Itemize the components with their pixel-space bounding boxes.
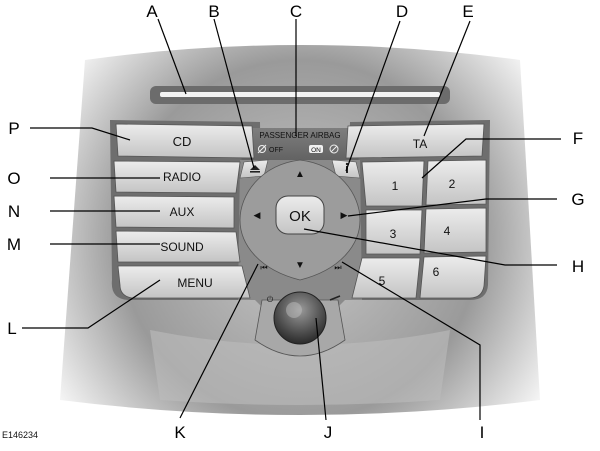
airbag-seat-icon: [329, 144, 339, 154]
leader-f: [421, 138, 561, 179]
callout-a: A: [146, 2, 158, 21]
airbag-title: PASSENGER AIRBAG: [259, 131, 340, 140]
power-icon: ⏻: [267, 295, 274, 304]
leader-g: [347, 198, 557, 217]
airbag-on-label: ON: [311, 147, 321, 154]
callout-k: K: [174, 423, 186, 442]
aux-button-label: AUX: [170, 205, 195, 219]
preset-button-6[interactable]: 6: [419, 255, 487, 299]
menu-button-label: MENU: [177, 276, 212, 290]
callout-lines: [22, 18, 561, 421]
aux-button[interactable]: AUX: [113, 195, 235, 229]
callout-h: H: [572, 257, 584, 276]
leader-a: [157, 18, 187, 95]
left-arrow-button[interactable]: ◀: [254, 210, 261, 220]
preset-button-5[interactable]: 5: [351, 257, 421, 299]
power-volume-knob[interactable]: ⏻: [254, 291, 346, 357]
preset-1-label: 1: [392, 179, 399, 193]
leader-d: [345, 20, 401, 172]
callout-d: D: [396, 2, 408, 21]
leader-h: [303, 228, 557, 266]
preset-2-label: 2: [449, 177, 456, 191]
left-arrow-icon: ◀: [254, 210, 261, 220]
leader-j: [315, 317, 327, 421]
airbag-on-badge: [309, 145, 323, 153]
eject-icon: [250, 165, 260, 173]
preset-button-4[interactable]: 4: [423, 207, 487, 254]
preset-5-label: 5: [379, 274, 386, 288]
up-arrow-icon: ▲: [295, 169, 305, 180]
ok-button[interactable]: OK: [275, 195, 325, 235]
preset-3-label: 3: [390, 227, 397, 241]
radio-button[interactable]: RADIO: [113, 160, 241, 194]
callout-e: E: [462, 2, 473, 21]
preset-4-label: 4: [444, 224, 451, 238]
cd-slot[interactable]: [150, 86, 450, 104]
leader-b: [213, 18, 255, 169]
seek-back-button[interactable]: ⏮: [260, 263, 267, 272]
callout-j: J: [324, 423, 333, 442]
callout-i: I: [480, 423, 485, 442]
preset-button-1[interactable]: 1: [361, 160, 425, 207]
up-arrow-button[interactable]: ▲: [295, 169, 305, 180]
leader-k: [179, 263, 259, 419]
callout-f: F: [573, 129, 583, 148]
seek-forward-icon: ⏭: [334, 263, 341, 272]
leader-i: [341, 261, 481, 420]
callout-p: P: [8, 119, 19, 138]
leader-p: [30, 127, 131, 141]
cd-button-label: CD: [173, 134, 192, 149]
preset-6-label: 6: [433, 265, 440, 279]
radio-button-label: RADIO: [163, 170, 201, 184]
airbag-indicator: PASSENGER AIRBAG OFF ON: [257, 131, 341, 154]
preset-button-2[interactable]: 2: [425, 159, 487, 206]
callout-n: N: [8, 202, 20, 221]
ta-button[interactable]: TA: [345, 123, 485, 159]
down-arrow-icon: ▼: [295, 260, 305, 271]
callout-m: M: [7, 235, 21, 254]
leader-e: [423, 20, 471, 137]
ok-button-label: OK: [289, 208, 311, 225]
seek-forward-button[interactable]: ⏭: [334, 263, 341, 272]
callout-o: O: [7, 169, 20, 188]
leader-l: [22, 279, 161, 329]
info-button[interactable]: [331, 159, 361, 179]
sound-button-label: SOUND: [160, 240, 204, 254]
right-arrow-button[interactable]: ▶: [341, 210, 348, 220]
airbag-off-icon: [257, 144, 267, 154]
menu-button[interactable]: MENU: [117, 265, 251, 299]
callout-c: C: [290, 2, 302, 21]
callout-b: B: [208, 2, 219, 21]
figure-id: E146234: [2, 430, 38, 440]
volume-indicator-icon: [329, 295, 341, 301]
right-arrow-icon: ▶: [341, 210, 348, 220]
sound-button[interactable]: SOUND: [115, 230, 241, 263]
callout-l: L: [7, 319, 16, 338]
callout-labels: A B C D E F G H I J K L M N O P: [7, 2, 585, 442]
airbag-off-label: OFF: [269, 147, 283, 154]
cd-button[interactable]: CD: [115, 123, 255, 159]
ta-button-label: TA: [413, 137, 427, 151]
seek-back-icon: ⏮: [260, 263, 267, 272]
callout-g: G: [571, 190, 584, 209]
down-arrow-button[interactable]: ▼: [295, 260, 305, 271]
preset-button-3[interactable]: 3: [365, 209, 423, 255]
